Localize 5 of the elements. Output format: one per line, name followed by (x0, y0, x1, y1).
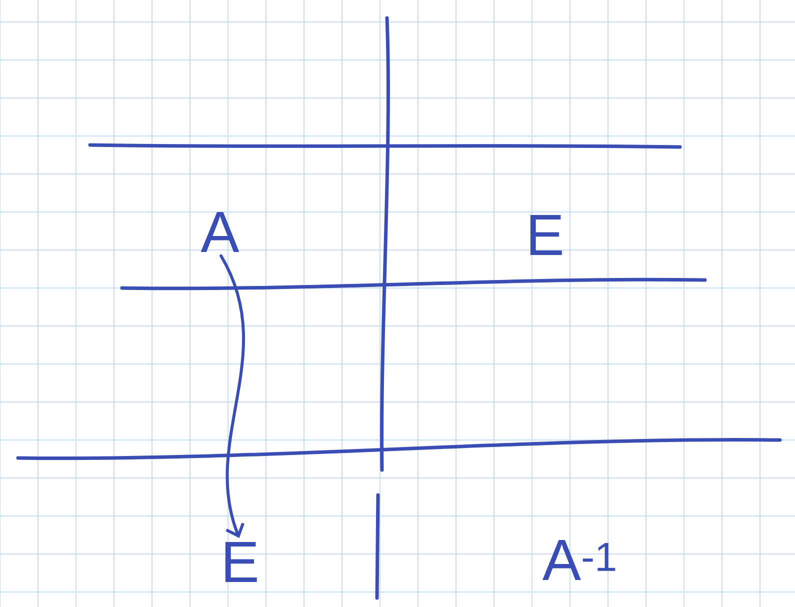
handwritten-letter: A$^{-1}$ (542, 540, 616, 580)
handwritten-letter: E (225, 542, 257, 582)
squiggle-arrow (220, 254, 245, 538)
handwritten-letter: E (530, 215, 562, 255)
handwritten-letter: A (200, 212, 240, 252)
